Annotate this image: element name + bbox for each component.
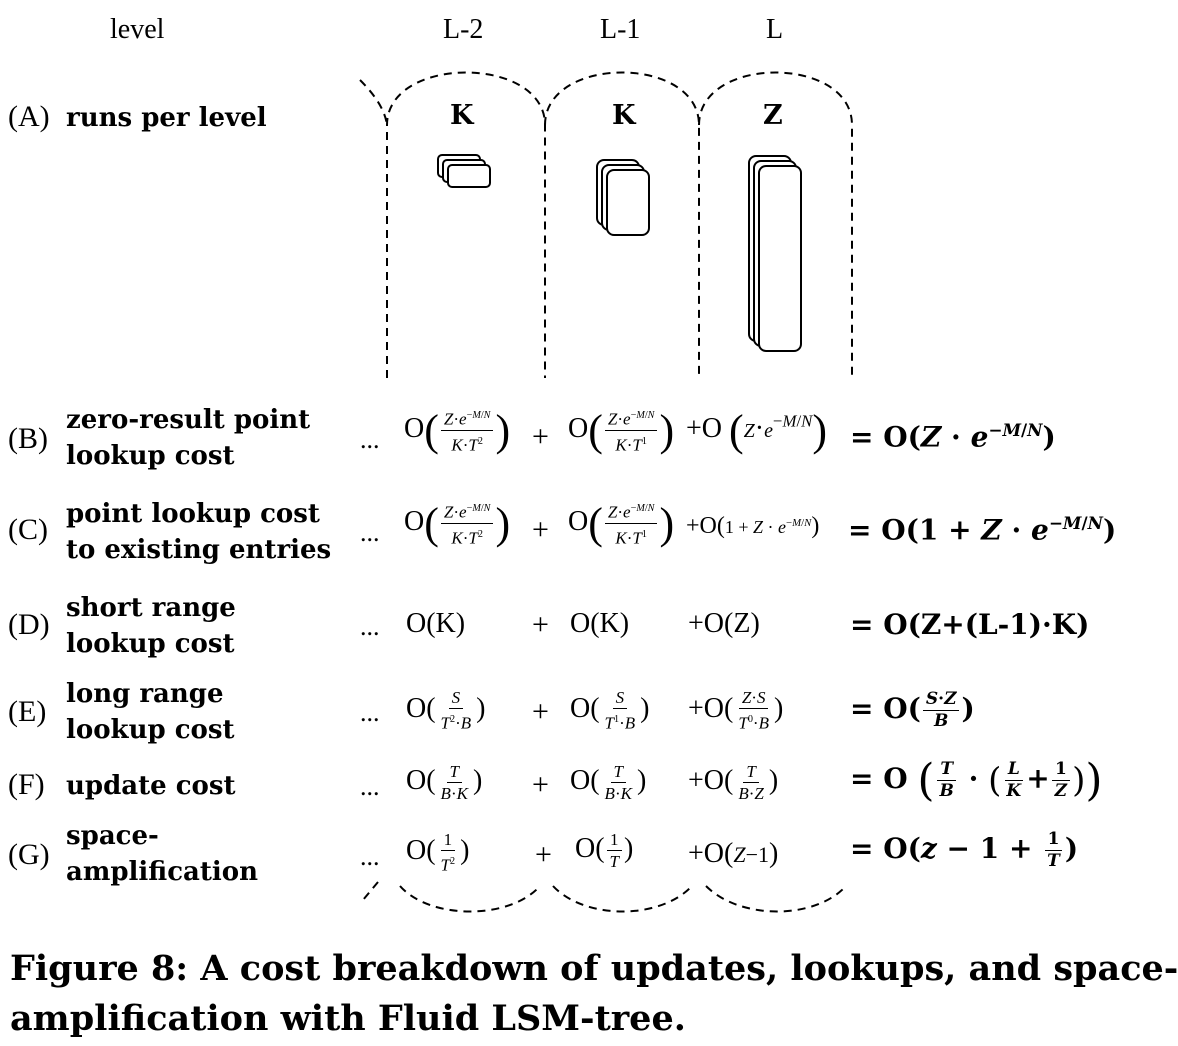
row-c-plus-1: + — [532, 513, 549, 546]
runs-l: Z — [763, 100, 783, 131]
column-bottom-l-2 — [399, 885, 541, 913]
row-b-plus-1: + — [532, 420, 549, 453]
row-d-label: (D) — [8, 608, 50, 641]
row-a-label: (A) — [8, 100, 50, 133]
row-b-dots: ... — [360, 425, 380, 454]
header-l-1: L-1 — [600, 14, 641, 45]
run-stack-l-1-front — [606, 169, 650, 236]
run-stack-l-2-front — [447, 164, 491, 188]
row-a-name: runs per level — [66, 103, 267, 133]
row-d-term-l: +O(Z) — [688, 608, 760, 639]
header-l: L — [766, 14, 784, 45]
column-bottom-left-partial — [362, 881, 379, 901]
level-columns-diagram — [359, 71, 853, 913]
row-b-label: (B) — [8, 422, 48, 455]
row-e-plus-1: + — [532, 695, 549, 728]
runs-l-1: K — [612, 100, 636, 131]
run-stack-l-front — [758, 165, 802, 352]
column-l-2-outline — [386, 71, 546, 378]
row-f-name: update cost — [66, 771, 236, 801]
row-c-result: = O(1 + Z · e−M/N) — [848, 513, 1117, 547]
row-d-term-l-2: O(K) — [406, 608, 466, 639]
header-l-2: L-2 — [443, 14, 484, 45]
row-f-label: (F) — [8, 768, 45, 801]
runs-l-2: K — [450, 100, 474, 131]
row-d-plus-1: + — [532, 608, 549, 641]
row-g-dots: ... — [360, 842, 380, 871]
row-d-term-l-1: O(K) — [570, 608, 630, 639]
row-g-name: space-amplification — [66, 821, 259, 887]
column-l-outline — [698, 71, 853, 378]
row-g-term-l: +O(Z−1) — [688, 838, 779, 869]
row-d-dots: ... — [360, 612, 380, 641]
figure-caption: Figure 8: A cost breakdown of updates, l… — [10, 948, 1178, 1039]
row-c-label: (C) — [8, 513, 48, 546]
row-b-result: = O(Z · e−M/N) — [850, 420, 1056, 454]
row-g-plus-1: + — [535, 838, 552, 871]
row-f-dots: ... — [360, 772, 380, 801]
column-bottom-l — [705, 885, 847, 913]
row-d-result: = O(Z+(L-1)·K) — [850, 608, 1090, 641]
row-f-plus-1: + — [532, 768, 549, 801]
header-level: level — [110, 14, 165, 45]
row-g-label: (G) — [8, 838, 50, 871]
column-bottom-l-1 — [552, 885, 693, 913]
row-c-dots: ... — [360, 518, 380, 547]
row-e-label: (E) — [8, 695, 47, 728]
row-c-term-l: +O(1 + Z · e−M/N) — [686, 513, 820, 539]
row-b-term-l: +O (Z·e−M/N) — [686, 406, 827, 455]
column-left-partial — [359, 79, 388, 126]
row-e-dots: ... — [360, 698, 380, 727]
